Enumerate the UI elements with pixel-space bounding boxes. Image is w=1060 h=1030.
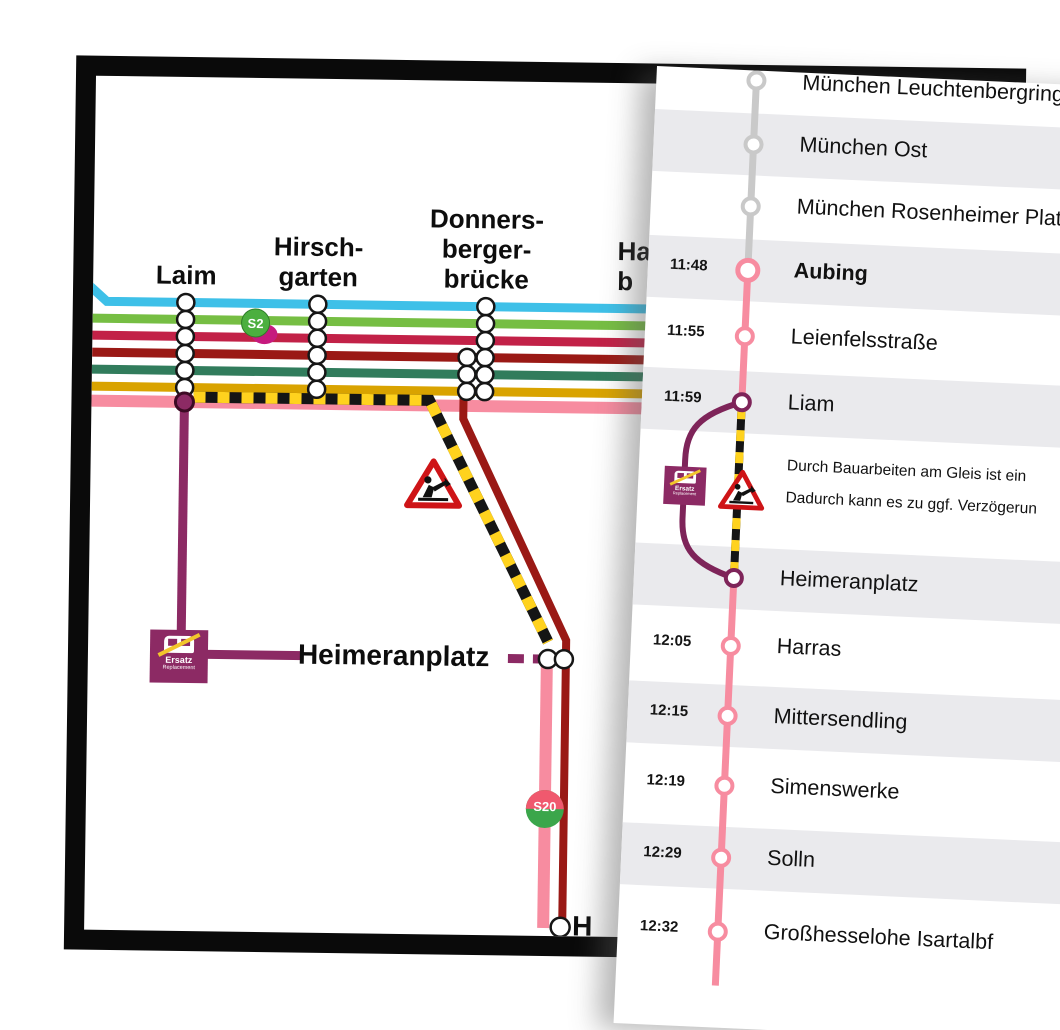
station-marker bbox=[307, 328, 328, 349]
station-marker bbox=[740, 196, 761, 217]
map-station-label-heimeranplatz: Heimeranplatz bbox=[297, 638, 490, 673]
replacement-service-badge: Ersatz Replacement bbox=[149, 629, 209, 684]
station-marker bbox=[723, 568, 744, 589]
map-station-label-hirschgarten: Hirsch- garten bbox=[248, 231, 389, 293]
svg-text:S2: S2 bbox=[248, 316, 264, 331]
s20-line-badge: S20 bbox=[525, 790, 564, 829]
label-line: brücke bbox=[443, 263, 530, 295]
station-marker bbox=[308, 294, 328, 315]
station-marker bbox=[175, 343, 195, 364]
station-marker bbox=[457, 364, 477, 385]
station-marker bbox=[307, 311, 328, 332]
station-marker bbox=[175, 360, 195, 381]
station-marker bbox=[746, 70, 767, 91]
station-marker bbox=[731, 392, 752, 413]
label-line: Laim bbox=[155, 259, 217, 291]
station-marker bbox=[475, 330, 496, 351]
network-map-panel: S2 bbox=[63, 55, 1027, 963]
station-marker bbox=[711, 847, 732, 868]
station-marker bbox=[307, 345, 327, 366]
timetable-station-markers bbox=[707, 70, 767, 942]
label-line: Hirsch- bbox=[273, 231, 364, 263]
timetable-rail-artwork bbox=[679, 70, 767, 986]
map-station-label-donnersbergerbruecke: Donners- berger- brücke bbox=[406, 203, 567, 295]
station-marker bbox=[475, 364, 495, 385]
station-marker bbox=[307, 362, 327, 383]
replacement-label: Replacement bbox=[162, 664, 195, 672]
label-line: Ha bbox=[617, 235, 652, 267]
station-marker bbox=[306, 379, 327, 400]
replacement-service-badge: Ersatz Replacement bbox=[663, 465, 707, 506]
station-marker bbox=[457, 347, 477, 368]
station-marker bbox=[476, 296, 496, 317]
station-marker bbox=[176, 292, 196, 313]
station-marker bbox=[720, 635, 741, 656]
label-line: b bbox=[616, 265, 634, 297]
dark-red-route bbox=[459, 386, 571, 931]
label-line: berger- bbox=[441, 233, 532, 265]
replacement-label: Replacement bbox=[672, 491, 697, 497]
network-map-artwork: S2 bbox=[84, 278, 713, 939]
laim-interchange-dot bbox=[173, 391, 195, 413]
station-marker bbox=[553, 649, 575, 670]
station-marker bbox=[735, 257, 761, 283]
station-marker bbox=[714, 775, 735, 796]
construction-warning-icon bbox=[720, 471, 763, 508]
map-station-label-bottom-partial: H bbox=[571, 910, 593, 942]
construction-warning-icon bbox=[407, 461, 460, 506]
map-station-label-laim: Laim bbox=[126, 259, 246, 291]
timetable-panel: München Leuchtenbergring München Ost Mün… bbox=[613, 66, 1060, 1030]
station-marker bbox=[717, 705, 738, 726]
label-line: garten bbox=[278, 261, 359, 293]
station-marker bbox=[175, 326, 196, 347]
station-marker bbox=[549, 916, 571, 939]
station-marker bbox=[743, 134, 764, 155]
s2-line-badge: S2 bbox=[241, 308, 278, 345]
rail-line bbox=[679, 70, 761, 986]
station-marker bbox=[475, 313, 496, 334]
closed-section-dashed-route bbox=[193, 391, 554, 645]
label-line: Donners- bbox=[429, 203, 545, 235]
station-marker bbox=[474, 381, 495, 402]
station-marker bbox=[734, 326, 755, 347]
svg-text:S20: S20 bbox=[533, 799, 556, 814]
station-marker bbox=[475, 347, 495, 368]
station-marker bbox=[456, 381, 477, 402]
station-marker bbox=[175, 309, 196, 330]
station-marker bbox=[707, 921, 728, 942]
